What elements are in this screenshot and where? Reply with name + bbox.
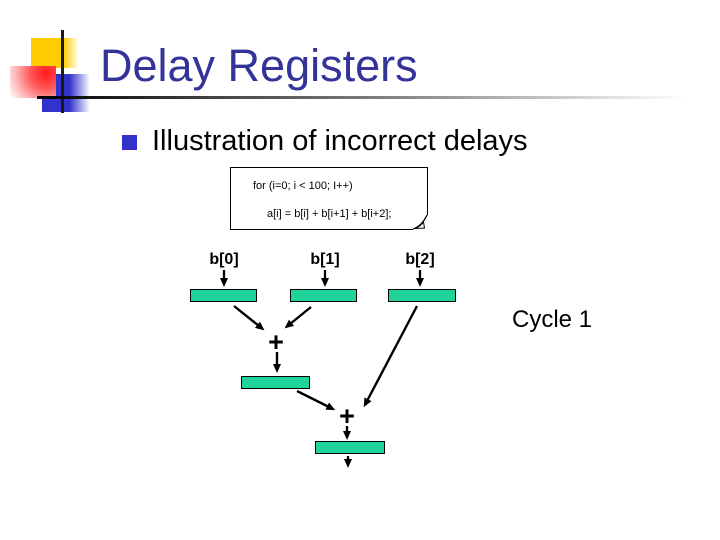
- register-b2: [388, 289, 456, 302]
- code-line-2: a[i] = b[i] + b[i+1] + b[i+2];: [267, 208, 392, 220]
- code-line-1: for (i=0; i < 100; I++): [253, 180, 353, 192]
- slide-title: Delay Registers: [100, 40, 418, 91]
- register-sum2: [315, 441, 385, 454]
- register-b1: [290, 289, 357, 302]
- bullet-text: Illustration of incorrect delays: [152, 125, 528, 157]
- cycle-label: Cycle 1: [512, 306, 593, 333]
- code-text: for (i=0; i < 100; I++) a[i] = b[i] + b[…: [253, 179, 391, 221]
- logo-vertical-line: [61, 30, 64, 113]
- logo-yellow-square: [31, 38, 79, 68]
- arrow-b0-to-adder1: [233, 305, 265, 331]
- input-label-b0: b[0]: [209, 251, 239, 268]
- arrow-register-sum1-to-adder2: [296, 389, 336, 411]
- input-label-b2: b[2]: [405, 251, 435, 268]
- title-underline-rule: [37, 96, 705, 99]
- folded-corner-icon: [413, 215, 428, 230]
- bullet-marker-icon: [122, 135, 137, 150]
- register-b0: [190, 289, 257, 302]
- logo-red-square: [10, 66, 56, 98]
- register-sum1: [241, 376, 310, 389]
- adder-2: +: [339, 401, 355, 431]
- code-note-box: for (i=0; i < 100; I++) a[i] = b[i] + b[…: [230, 167, 428, 230]
- arrow-b2-to-adder2: [363, 305, 419, 408]
- adder-1: +: [268, 327, 284, 357]
- arrow-b1-to-adder1: [284, 306, 312, 329]
- input-label-b1: b[1]: [310, 251, 340, 268]
